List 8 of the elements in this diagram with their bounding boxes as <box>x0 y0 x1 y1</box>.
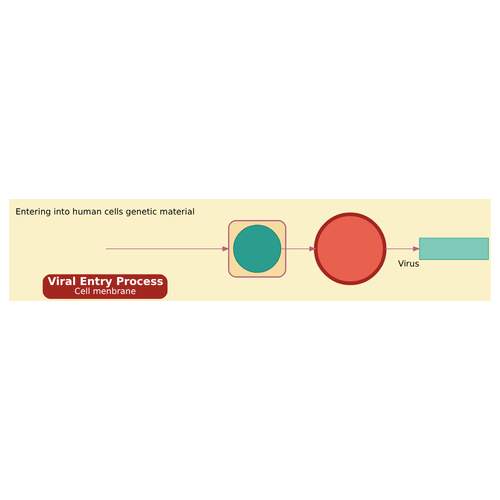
arrow <box>280 246 317 252</box>
node-label: Virus <box>398 258 420 268</box>
node-box <box>419 238 489 260</box>
node-box: Viral Entry Process Cell menbrane <box>42 274 168 299</box>
arrow <box>105 246 230 252</box>
label: Entering into human cells genetic material <box>15 206 195 216</box>
node-circle <box>314 212 386 286</box>
arrow <box>384 246 420 252</box>
